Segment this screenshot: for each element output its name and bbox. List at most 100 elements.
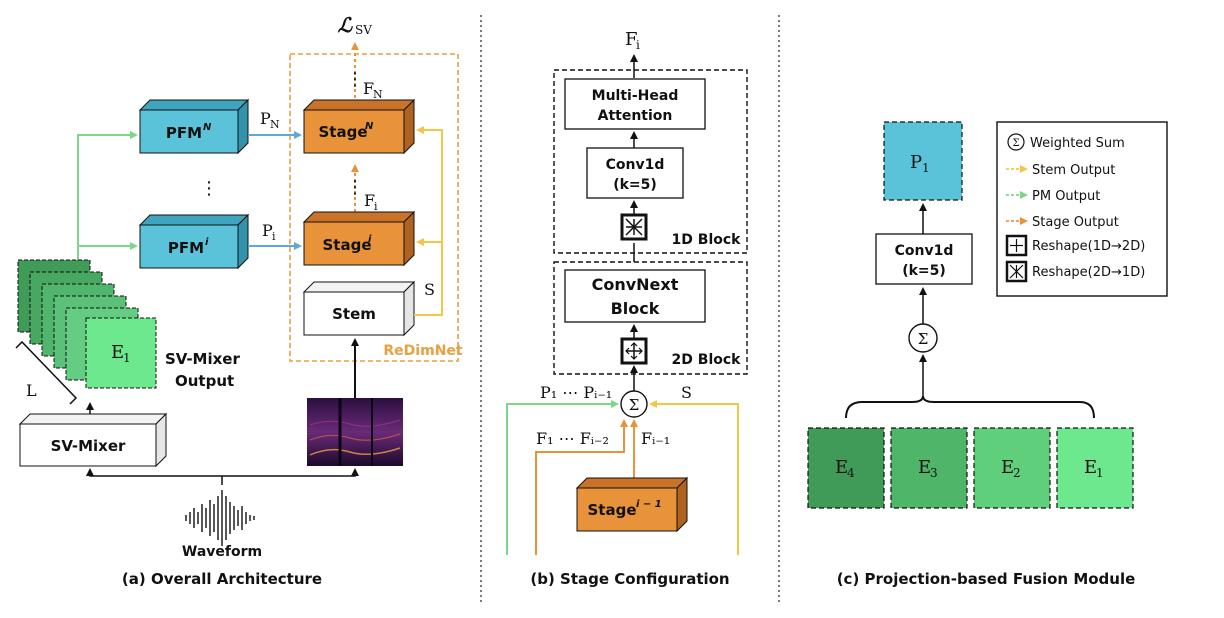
caption-c: (c) Projection-based Fusion Module <box>837 570 1136 588</box>
fi-top-label: F <box>625 29 638 50</box>
e4-sub: 4 <box>847 466 855 480</box>
stage-i-label: Stage <box>322 236 371 254</box>
legend-stage-output: Stage Output <box>1032 215 1119 230</box>
f-range-line <box>535 419 628 555</box>
conv1d-c-line1: Conv1d <box>895 243 954 259</box>
block-1d-label: 1D Block <box>672 232 742 248</box>
f-prev-label: Fᵢ₋₁ <box>641 429 670 448</box>
p-top-sub: N <box>270 118 280 131</box>
embedding-e4-box <box>807 427 885 509</box>
embedding-brace <box>845 395 1095 419</box>
p-input-line <box>506 400 619 555</box>
pfm-n-box: PFM N <box>138 98 250 155</box>
conv1d-box-b <box>586 147 684 199</box>
stage-prev-sup: i − 1 <box>636 499 662 510</box>
reshape-1d-2d-icon <box>620 337 648 365</box>
e3-sub: 3 <box>930 466 938 480</box>
mixer-to-pfm-n-line <box>77 131 138 262</box>
embedding-e1-box <box>1056 427 1134 509</box>
embedding-e2-box <box>973 427 1051 509</box>
p1-sub: 1 <box>922 161 930 175</box>
spectrogram-image <box>307 398 403 466</box>
pfm-i-label: PFM <box>168 239 204 257</box>
block-2d-frame <box>553 261 748 375</box>
f-range-label: F₁ ⋯ Fᵢ₋₂ <box>536 429 609 448</box>
convnext-line2: Block <box>611 299 660 318</box>
loss-subscript: SV <box>355 23 372 37</box>
loss-symbol: ℒ <box>338 13 354 37</box>
stem-label: Stem <box>332 305 376 323</box>
s-label-b: S <box>681 383 692 402</box>
reshape-2d-1d-icon <box>620 213 648 241</box>
p-mid-sub: i <box>272 230 276 243</box>
sigma-b: Σ <box>629 396 640 414</box>
fi-top-sub: i <box>636 38 640 52</box>
redimnet-box <box>289 53 459 362</box>
f-top-label: F <box>363 79 374 98</box>
e2-label: E <box>1001 457 1014 478</box>
mha-box <box>564 78 706 130</box>
l-label: L <box>26 381 37 400</box>
stage-n-label: Stage <box>318 123 367 141</box>
panel-b: F i 1D Block Multi-Head Attention Conv1d… <box>506 29 748 588</box>
convnext-line1: ConvNext <box>592 275 679 294</box>
sv-mixer-label: SV-Mixer <box>51 437 126 455</box>
p-mid-label: P <box>262 221 273 240</box>
legend-sigma-icon <box>1007 133 1025 151</box>
pfm-i-sup: i <box>205 237 209 248</box>
embedding-e3-box <box>890 427 968 509</box>
legend-reshape-2d-1d: Reshape(2D→1D) <box>1032 265 1145 280</box>
e1-label-c: E <box>1084 457 1097 478</box>
p-range-label: P₁ ⋯ Pᵢ₋₁ <box>540 383 612 402</box>
stage-prev-label: Stage <box>587 501 636 519</box>
caption-b: (b) Stage Configuration <box>530 570 729 588</box>
pfm-n-sup: N <box>203 122 212 133</box>
caption-a: (a) Overall Architecture <box>122 570 322 588</box>
sigma-c: Σ <box>918 330 929 348</box>
sigma-circle-b <box>620 390 648 418</box>
e2-sub: 2 <box>1013 466 1021 480</box>
conv1d-box-c <box>875 233 973 285</box>
mixer-output-label-2: Output <box>175 372 234 390</box>
p1-box <box>883 121 963 201</box>
panel-a: ReDimNet ℒ SV ⋮ F N Stage N ⋮ F i Stage … <box>15 13 463 588</box>
legend-weighted-sum: Weighted Sum <box>1030 136 1125 151</box>
e1-sub-c: 1 <box>1096 466 1104 480</box>
pfm-n-label: PFM <box>166 124 202 142</box>
mixer-output-stack: E 1 <box>17 259 157 389</box>
legend: Σ Weighted Sum Stem Output PM Output Sta… <box>996 121 1168 297</box>
l-bracket <box>15 340 78 405</box>
vdots-mid: ⋮ <box>346 177 364 198</box>
e1-sub-a: 1 <box>123 351 131 365</box>
stage-prev-box: Stage i − 1 <box>575 476 689 533</box>
mha-line2: Attention <box>598 108 673 124</box>
s-label-a: S <box>424 280 435 299</box>
p-top-label: P <box>260 109 271 128</box>
legend-reshape-1d-2d: Reshape(1D→2D) <box>1032 239 1145 254</box>
waveform-label: Waveform <box>182 544 262 560</box>
stem-box: Stem <box>302 280 416 337</box>
vdots-pfm: ⋮ <box>200 178 218 199</box>
block-1d-frame <box>553 69 748 254</box>
stage-n-sup: N <box>365 121 374 132</box>
e3-label: E <box>918 457 931 478</box>
stage-i-box: Stage i <box>302 210 416 267</box>
e4-label: E <box>835 457 848 478</box>
conv1d-c-line2: (k=5) <box>902 263 946 279</box>
legend-reshape-2d-1d-icon <box>1005 260 1028 283</box>
p1-label: P <box>910 152 922 173</box>
sigma-circle-c <box>908 323 938 353</box>
sv-mixer-box: SV-Mixer <box>18 412 168 468</box>
redimnet-label: ReDimNet <box>383 343 462 359</box>
s-input-line <box>649 400 739 555</box>
panel-c: P 1 Conv1d (k=5) Σ E 4 E 3 E 2 E 1 Σ Wei… <box>807 121 1168 588</box>
waveform-icon <box>185 490 255 546</box>
f-top-sub: N <box>373 88 383 101</box>
mixer-output-label-1: SV-Mixer <box>165 350 240 368</box>
wave-to-mixer-arrow <box>86 468 223 485</box>
legend-stem-output: Stem Output <box>1032 163 1115 178</box>
stem-to-stage-n-line <box>414 126 443 316</box>
e1-label-a: E <box>111 342 124 363</box>
block-2d-label: 2D Block <box>672 352 742 368</box>
